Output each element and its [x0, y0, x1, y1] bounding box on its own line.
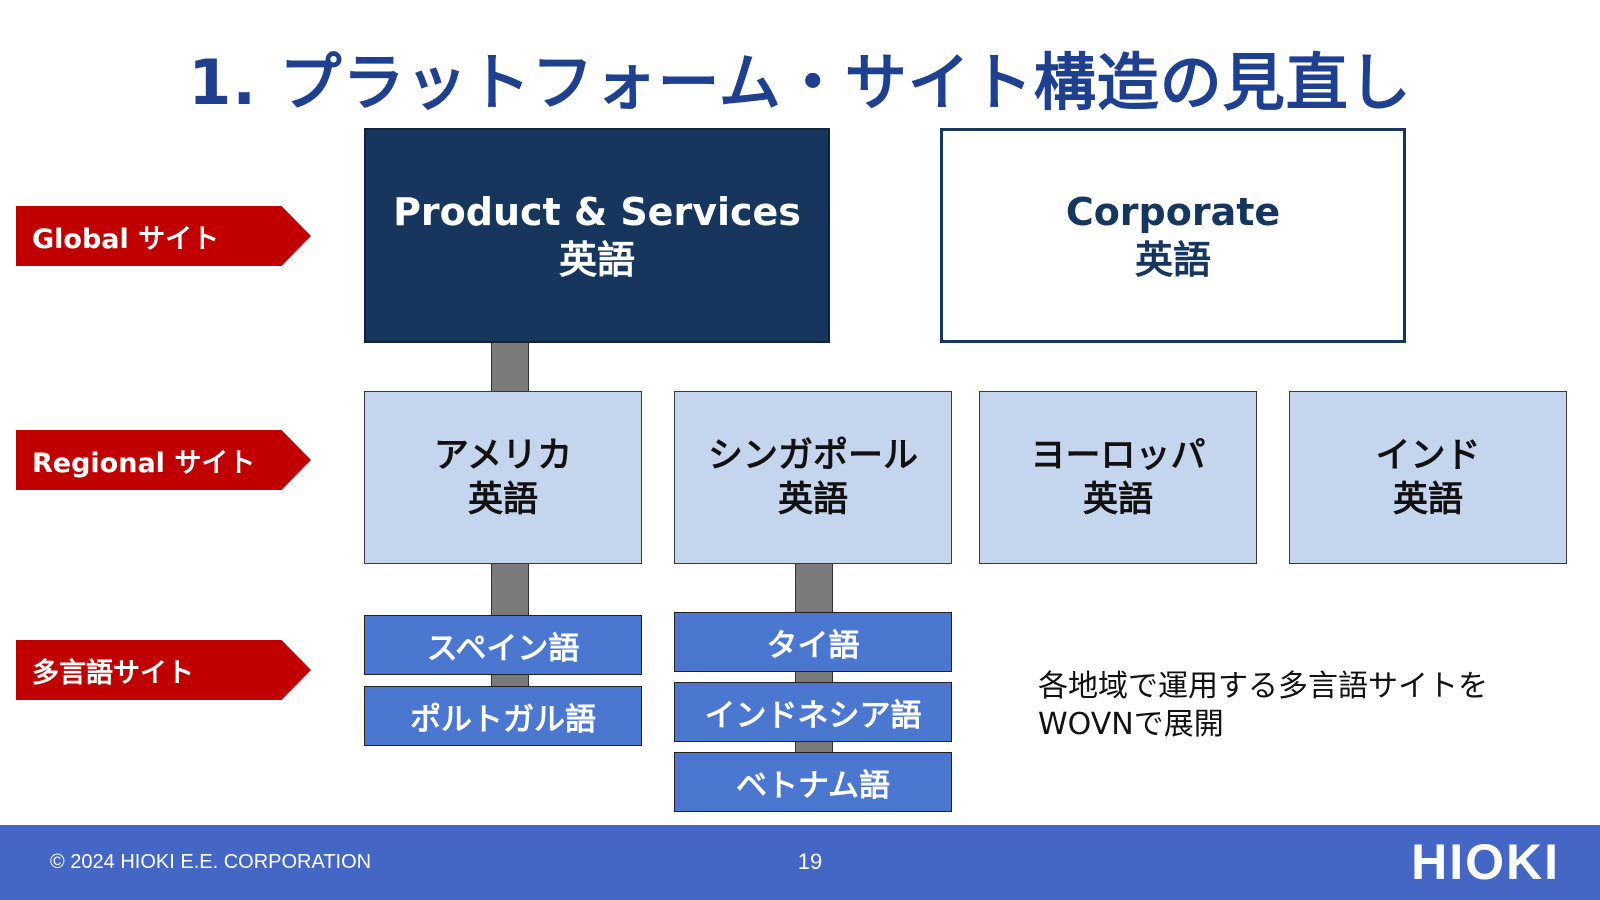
regional-site-name: インド: [1375, 435, 1481, 476]
wovn-note: 各地域で運用する多言語サイトを WOVNで展開: [1038, 668, 1558, 744]
tier-label-multilingual-text: 多言語サイト: [32, 657, 194, 689]
regional-site-lang: 英語: [1082, 479, 1153, 520]
language-site-label: タイ語: [766, 627, 860, 664]
regional-site-europe: ヨーロッパ 英語: [979, 391, 1257, 564]
global-site-product-services: Product & Services 英語: [364, 128, 830, 343]
language-site-indonesian: インドネシア語: [674, 682, 952, 742]
language-site-thai: タイ語: [674, 612, 952, 672]
regional-site-lang: 英語: [777, 479, 848, 520]
language-site-vietnamese: ベトナム語: [674, 752, 952, 812]
tier-label-multilingual: 多言語サイト: [16, 640, 311, 700]
regional-site-name: アメリカ: [433, 435, 573, 476]
regional-site-america: アメリカ 英語: [364, 391, 642, 564]
connector-global-america: [491, 343, 529, 392]
language-site-portuguese: ポルトガル語: [364, 686, 642, 746]
language-site-label: ポルトガル語: [410, 701, 596, 738]
global-site-corporate: Corporate 英語: [940, 128, 1406, 343]
copyright-text: © 2024 HIOKI E.E. CORPORATION: [50, 851, 372, 873]
language-site-spanish: スペイン語: [364, 615, 642, 675]
global-site-corporate-name: Corporate: [1065, 189, 1281, 234]
language-site-label: インドネシア語: [704, 697, 922, 734]
slide-title: 1. プラットフォーム・サイト構造の見直し: [188, 46, 1412, 119]
regional-site-lang: 英語: [467, 479, 538, 520]
wovn-note-line1: 各地域で運用する多言語サイトを: [1038, 669, 1488, 704]
global-site-product-lang: 英語: [558, 237, 635, 282]
regional-site-name: シンガポール: [707, 435, 918, 476]
language-site-label: ベトナム語: [735, 767, 891, 804]
page-number: 19: [797, 849, 823, 874]
tier-label-regional: Regional サイト: [16, 430, 311, 490]
wovn-note-line2: WOVNで展開: [1038, 707, 1224, 742]
language-site-label: スペイン語: [426, 630, 580, 667]
global-site-corporate-lang: 英語: [1134, 237, 1211, 282]
global-site-product-name: Product & Services: [393, 189, 801, 234]
regional-site-singapore: シンガポール 英語: [674, 391, 952, 564]
tier-label-global-text: Global サイト: [32, 223, 220, 255]
tier-label-global: Global サイト: [16, 206, 311, 266]
regional-site-lang: 英語: [1392, 479, 1463, 520]
hioki-logo: HIOKI: [1411, 834, 1560, 890]
tier-label-regional-text: Regional サイト: [32, 447, 256, 479]
regional-site-india: インド 英語: [1289, 391, 1567, 564]
regional-site-name: ヨーロッパ: [1030, 435, 1206, 476]
slide-footer: © 2024 HIOKI E.E. CORPORATION 19 HIOKI: [0, 825, 1600, 900]
